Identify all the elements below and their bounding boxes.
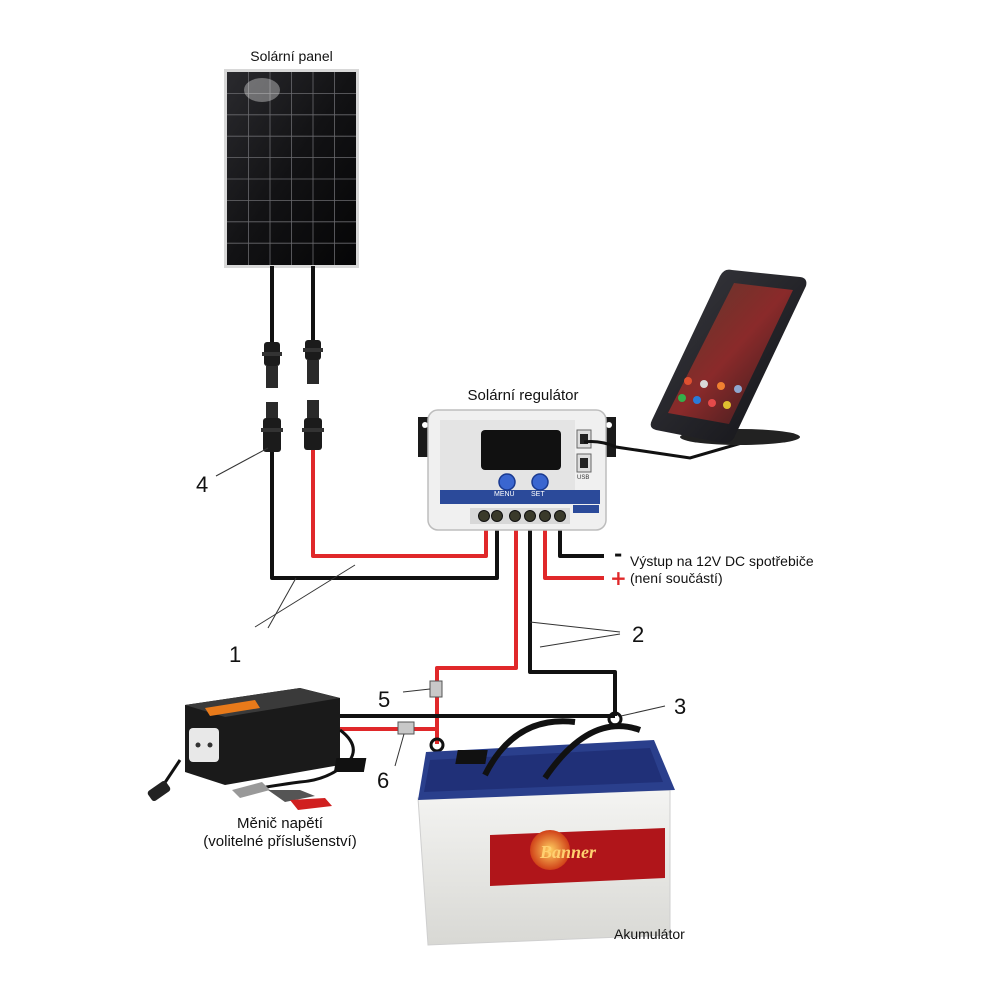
- solar-panel-grid: [227, 72, 356, 265]
- cigarette-plug: [147, 780, 171, 802]
- wire-battery-positive: [435, 528, 518, 744]
- wires-inverter: [335, 714, 615, 731]
- dc-output-minus-sign: -: [614, 542, 623, 566]
- wire-dc-output-negative: [558, 528, 604, 558]
- regulator-menu-label: MENU: [494, 491, 515, 498]
- phone-screen: [668, 283, 793, 424]
- callout-4: 4: [196, 472, 209, 497]
- regulator-blue-band: [440, 490, 600, 504]
- mc4-connector-right-lower: [302, 400, 324, 450]
- inverter-label-line1: Měnič napětí: [237, 815, 323, 832]
- callout-6: 6: [377, 768, 390, 793]
- mc4-connector-right-upper: [303, 340, 323, 384]
- regulator-usb-ports: [576, 429, 592, 473]
- battery-label: Akumulátor: [614, 926, 685, 942]
- regulator-set-label: SET: [531, 491, 545, 498]
- callout-3: 3: [674, 694, 687, 719]
- regulator-usb-label: USB: [577, 475, 590, 481]
- dc-output-label-line2: (není součástí): [630, 570, 723, 586]
- inverter-cable: [249, 728, 355, 792]
- mc4-connector-left-lower: [261, 402, 283, 452]
- wire-panel-negative: [270, 452, 499, 580]
- dc-output-plus-sign: +: [610, 566, 627, 590]
- wire-battery-negative: [528, 528, 617, 716]
- regulator-set-button[interactable]: [531, 473, 549, 491]
- phone-app-icons: [678, 377, 742, 409]
- wires-regulator-to-battery: [435, 528, 617, 744]
- callout-leaders: [215, 447, 666, 767]
- wire-dc-output-positive: [543, 528, 604, 580]
- solar-panel-glare: [244, 78, 280, 102]
- regulator-terminals: [470, 508, 570, 524]
- smartphone: [650, 269, 807, 445]
- fuse-6: [397, 721, 415, 735]
- mc4-connectors: [261, 340, 324, 452]
- callout-5: 5: [378, 687, 391, 712]
- battery-terminal-negative: [455, 750, 488, 764]
- regulator-display: [481, 430, 561, 470]
- inverter-socket: [189, 728, 219, 762]
- voltage-inverter: [147, 688, 355, 810]
- inverter-label: [205, 700, 260, 716]
- usb-cable: [583, 440, 746, 460]
- wires-panel-to-regulator: [270, 450, 499, 580]
- battery-brand: Banner: [540, 842, 597, 862]
- fuses: [397, 680, 443, 735]
- inverter-label-line2: (volitelné příslušenství): [203, 833, 357, 850]
- solar-panel: [224, 69, 359, 268]
- battery-handle-right: [542, 723, 642, 780]
- battery-bull-logo: [530, 830, 570, 870]
- callout-2: 2: [632, 622, 645, 647]
- solar-panel-label: Solární panel: [250, 48, 333, 64]
- panel-cables: [270, 266, 315, 342]
- regulator-menu-button[interactable]: [498, 473, 516, 491]
- battery-terminal-positive: [333, 758, 367, 772]
- solar-regulator: [418, 409, 616, 531]
- fuse-5: [429, 680, 443, 698]
- callout-1: 1: [229, 642, 242, 667]
- dc-output-label-line1: Výstup na 12V DC spotřebiče: [630, 553, 814, 569]
- wire-panel-positive: [311, 450, 488, 558]
- solar-regulator-label: Solární regulátor: [467, 387, 579, 404]
- crocodile-clip-red: [290, 798, 332, 810]
- wires-dc-output: [543, 528, 604, 580]
- battery-handle-left: [482, 718, 576, 777]
- battery: [333, 718, 675, 946]
- crocodile-clip-black: [232, 782, 270, 798]
- ring-terminal-positive: [429, 737, 445, 753]
- mc4-connector-left-upper: [262, 342, 282, 388]
